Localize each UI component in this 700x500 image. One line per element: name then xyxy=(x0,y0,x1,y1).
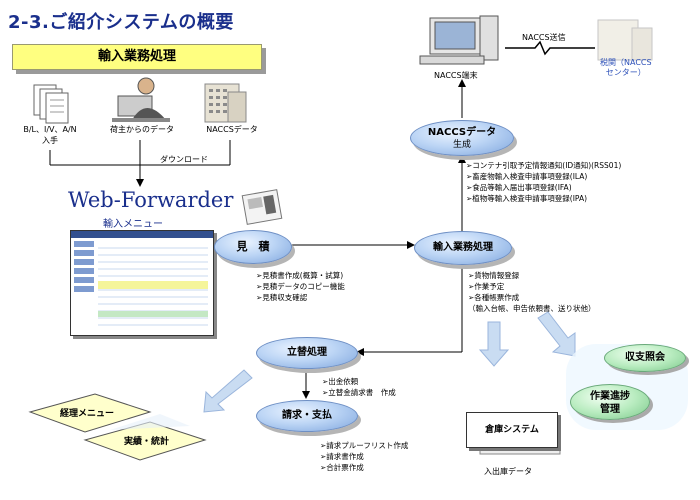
person-at-computer-icon xyxy=(112,77,170,122)
computer-terminal-icon xyxy=(419,15,499,65)
warehouse-data-label: 入出庫データ xyxy=(484,467,532,476)
document-stack-icon xyxy=(33,84,69,124)
list-item: ➢各種帳票作成 xyxy=(468,293,520,302)
list-item: ➢合計票作成 xyxy=(320,463,364,472)
naccs-items-list: ➢コンテナ引取予定情報通知(ID通知)(RSS01) ➢畜産物輸入検査申請事項登… xyxy=(466,160,621,204)
list-item: ➢立替金請求書 作成 xyxy=(322,388,396,397)
list-item: ➢食品等輸入届出事項登録(IFA) xyxy=(466,183,572,192)
web-forwarder-title: Web-Forwarder xyxy=(68,188,234,212)
list-item: ➢請求書作成 xyxy=(320,452,364,461)
list-item: ➢出金依頼 xyxy=(322,377,359,386)
results-stats-label: 実績・統計 xyxy=(124,437,170,447)
billing-items-list: ➢請求プルーフリスト作成 ➢請求書作成 ➢合計票作成 xyxy=(320,440,408,473)
source-naccs-data: NACCSデータ xyxy=(206,125,258,134)
advance-node: 立替処理 xyxy=(256,337,358,369)
list-item: ➢植物等輸入検査申請事項登録(IPA) xyxy=(466,194,588,203)
list-item: （輸入台帳、申告依頼書、送り状他） xyxy=(468,304,596,313)
source-bl-iv-an: B/L、I/V、A/N 入手 xyxy=(23,125,77,145)
naccs-terminal-label: NACCS端末 xyxy=(434,71,478,80)
customs-building-icon xyxy=(597,19,653,61)
advance-items-list: ➢出金依頼 ➢立替金請求書 作成 xyxy=(322,376,396,398)
list-item: ➢見積書作成(概算・試算) xyxy=(256,271,344,280)
estimate-documents-icon xyxy=(241,189,283,225)
list-item: ➢畜産物輸入検査申請事項登録(ILA) xyxy=(466,172,588,181)
estimate-node: 見 積 xyxy=(214,230,292,264)
list-item: ➢見積データのコピー機能 xyxy=(256,282,345,291)
office-building-icon xyxy=(204,83,247,123)
work-progress-node: 作業進捗 管理 xyxy=(570,384,650,420)
estimate-items-list: ➢見積書作成(概算・試算) ➢見積データのコピー機能 ➢見積収支確認 xyxy=(256,270,345,303)
list-item: ➢コンテナ引取予定情報通知(ID通知)(RSS01) xyxy=(466,161,622,170)
income-check-node: 収支照会 xyxy=(604,344,686,372)
customs-label: 税関（NACCS センター） xyxy=(600,58,652,77)
list-item: ➢見積収支確認 xyxy=(256,293,308,302)
web-forwarder-screenshot xyxy=(70,230,214,336)
naccs-send-label: NACCS送信 xyxy=(522,33,566,42)
list-item: ➢請求プルーフリスト作成 xyxy=(320,441,409,450)
source-shipper-data: 荷主からのデータ xyxy=(110,125,174,134)
list-item: ➢貨物情報登録 xyxy=(468,271,520,280)
accounting-menu-label: 経理メニュー xyxy=(60,409,115,419)
import-process-node: 輸入業務処理 xyxy=(414,231,512,265)
billing-node: 請求・支払 xyxy=(256,400,358,432)
warehouse-system-box: 倉庫システム xyxy=(466,412,558,448)
list-item: ➢作業予定 xyxy=(468,282,505,291)
page-title: 2-3.ご紹介システムの概要 xyxy=(8,12,234,33)
web-forwarder-subtitle: 輸入メニュー xyxy=(103,219,163,230)
import-header-bar: 輸入業務処理 xyxy=(12,44,262,70)
naccs-data-gen-node: NACCSデータ 生成 xyxy=(410,120,514,156)
import-process-items-list: ➢貨物情報登録 ➢作業予定 ➢各種帳票作成 （輸入台帳、申告依頼書、送り状他） xyxy=(468,270,596,314)
download-label: ダウンロード xyxy=(160,155,208,164)
